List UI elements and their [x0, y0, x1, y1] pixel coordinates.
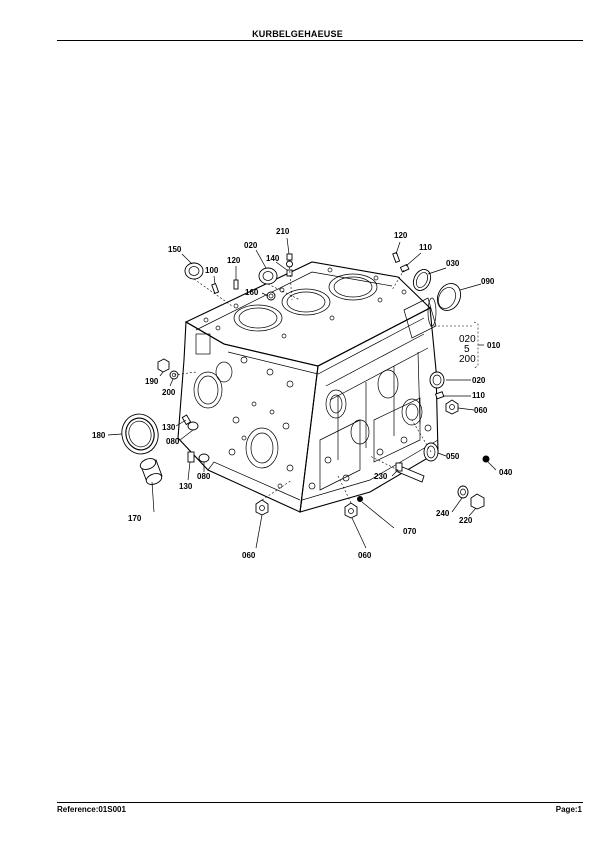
part-110-pin-right: [434, 391, 445, 400]
part-100-pin: [211, 282, 220, 294]
callout-060-bottom-left: 060: [242, 551, 256, 560]
callout-040: 040: [499, 468, 513, 477]
page-title: KURBELGEHAEUSE: [252, 29, 343, 39]
part-230-sensor: [395, 462, 425, 483]
part-160-bolt: [266, 291, 276, 301]
callout-140: 140: [266, 254, 280, 263]
part-120-pin-left: [233, 279, 239, 290]
part-110-pin-top: [399, 263, 410, 273]
callout-030: 030: [446, 259, 460, 268]
part-080-ring-upper: [187, 421, 199, 431]
callout-200: 200: [162, 388, 176, 397]
part-150-seal-ring: [184, 262, 204, 280]
callout-160: 160: [245, 288, 259, 297]
callout-110-top: 110: [419, 243, 432, 252]
callout-210: 210: [276, 227, 290, 236]
callout-130-upper: 130: [162, 423, 176, 432]
callout-120-right: 120: [394, 231, 408, 240]
callout-180: 180: [92, 431, 106, 440]
part-120-pin-right: [392, 251, 401, 263]
bracket-note-200: 200: [459, 354, 476, 365]
callout-120-left: 120: [227, 256, 241, 265]
part-060-plug-bottom-right: [344, 502, 358, 519]
footer-reference: Reference:01S001: [57, 805, 126, 814]
part-060-plug-right: [445, 399, 459, 415]
callout-100: 100: [205, 266, 219, 275]
callout-060-right: 060: [474, 406, 488, 415]
callout-070: 070: [403, 527, 417, 536]
callout-020-right: 020: [472, 376, 486, 385]
part-130-pin-lower: [187, 451, 195, 463]
part-070-plug: [357, 496, 363, 502]
part-040-plug: [482, 455, 490, 463]
leader-lines: [107, 237, 497, 549]
part-020-seal-right: [429, 371, 445, 389]
crankcase-block: [177, 261, 439, 513]
part-170-bushing: [139, 458, 163, 485]
callout-050: 050: [446, 452, 460, 461]
callout-080-lower: 080: [197, 472, 211, 481]
callout-220: 220: [459, 516, 473, 525]
callout-170: 170: [128, 514, 142, 523]
header-rule: [57, 40, 583, 41]
callout-240: 240: [436, 509, 450, 518]
part-080-ring-lower: [198, 453, 210, 463]
part-020-seal-top: [258, 267, 278, 285]
part-030-o-ring: [412, 269, 432, 291]
part-190-screw: [157, 358, 170, 373]
part-060-plug-bottom-left: [255, 499, 269, 516]
callout-020-top: 020: [244, 241, 258, 250]
callout-080-upper: 080: [166, 437, 180, 446]
bracket-note-020: 020: [459, 334, 476, 345]
callout-190: 190: [145, 377, 159, 386]
part-240-washer: [457, 485, 469, 499]
footer-rule: [57, 802, 583, 803]
part-140-plug: [286, 269, 293, 277]
part-180-oil-seal: [121, 413, 159, 455]
part-090-cover: [436, 283, 462, 311]
callout-230: 230: [374, 472, 388, 481]
part-210-plug: [286, 253, 293, 268]
callout-labels: 210 120 110 150 020 140 120 030 100 090 …: [92, 227, 513, 560]
bracket-note-5: 5: [464, 344, 470, 355]
callout-090: 090: [481, 277, 495, 286]
part-220-plug: [470, 493, 485, 510]
callout-150: 150: [168, 245, 182, 254]
callout-130-lower: 130: [179, 482, 193, 491]
callout-110-right: 110: [472, 391, 485, 400]
callout-060-bottom-right: 060: [358, 551, 372, 560]
callout-010: 010: [487, 341, 501, 350]
footer-page-number: Page:1: [555, 805, 582, 814]
